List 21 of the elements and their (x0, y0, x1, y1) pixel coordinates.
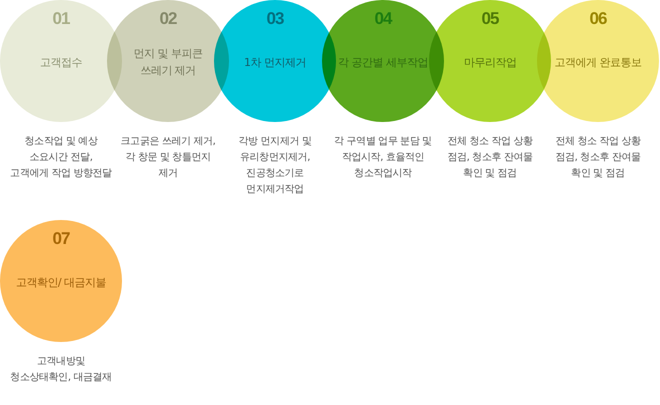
step-description: 각 구역별 업무 분담 및 작업시작, 효율적인 청소작업시작 (333, 135, 433, 181)
step-title: 고객확인/ 대금지불 (16, 274, 106, 290)
step-number: 07 (52, 229, 71, 249)
step-title: 1차 먼지제거 (244, 54, 306, 70)
step-description: 전체 청소 작업 상황 점검, 청소후 잔여물 확인 및 점검 (554, 135, 642, 181)
step-number: 06 (588, 9, 608, 29)
step-description: 크고굵은 쓰레기 제거, 각 창문 및 창틀먼지 제거 (120, 135, 216, 181)
step-description: 전체 청소 작업 상황 점검, 청소후 잔여물 확인 및 점검 (446, 135, 534, 181)
step-number: 01 (52, 9, 71, 29)
step-number: 02 (158, 9, 178, 29)
step-description: 각방 먼지제거 및 유리창먼지제거, 진공청소기로 먼지제거작업 (238, 135, 312, 197)
step-title: 고객접수 (40, 54, 82, 70)
step-number: 03 (266, 9, 285, 29)
step-title: 마무리작업 (464, 54, 516, 70)
step-description: 청소작업 및 예상 소요시간 전달, 고객에게 작업 방향전달 (9, 135, 113, 181)
step-description: 고객내방및 청소상태확인, 대금결재 (9, 355, 113, 385)
step-number: 04 (374, 9, 393, 29)
step-number: 05 (480, 9, 500, 29)
step-title: 각 공간별 세부작업 (338, 54, 428, 70)
step-title: 먼지 및 부피큰 쓰레기 제거 (132, 46, 204, 79)
step-title: 고객에게 완료통보 (554, 54, 642, 70)
